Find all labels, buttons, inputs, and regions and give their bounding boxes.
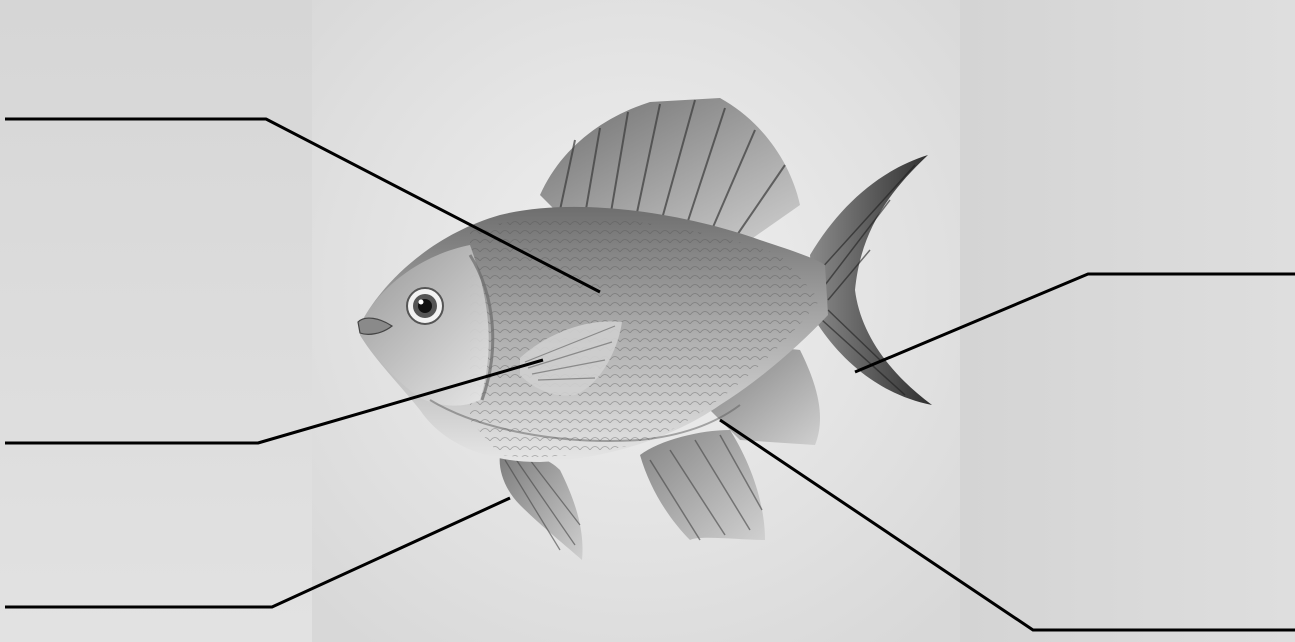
right-panel (960, 0, 1295, 642)
left-panel (0, 0, 312, 642)
eye-icon (407, 288, 443, 324)
